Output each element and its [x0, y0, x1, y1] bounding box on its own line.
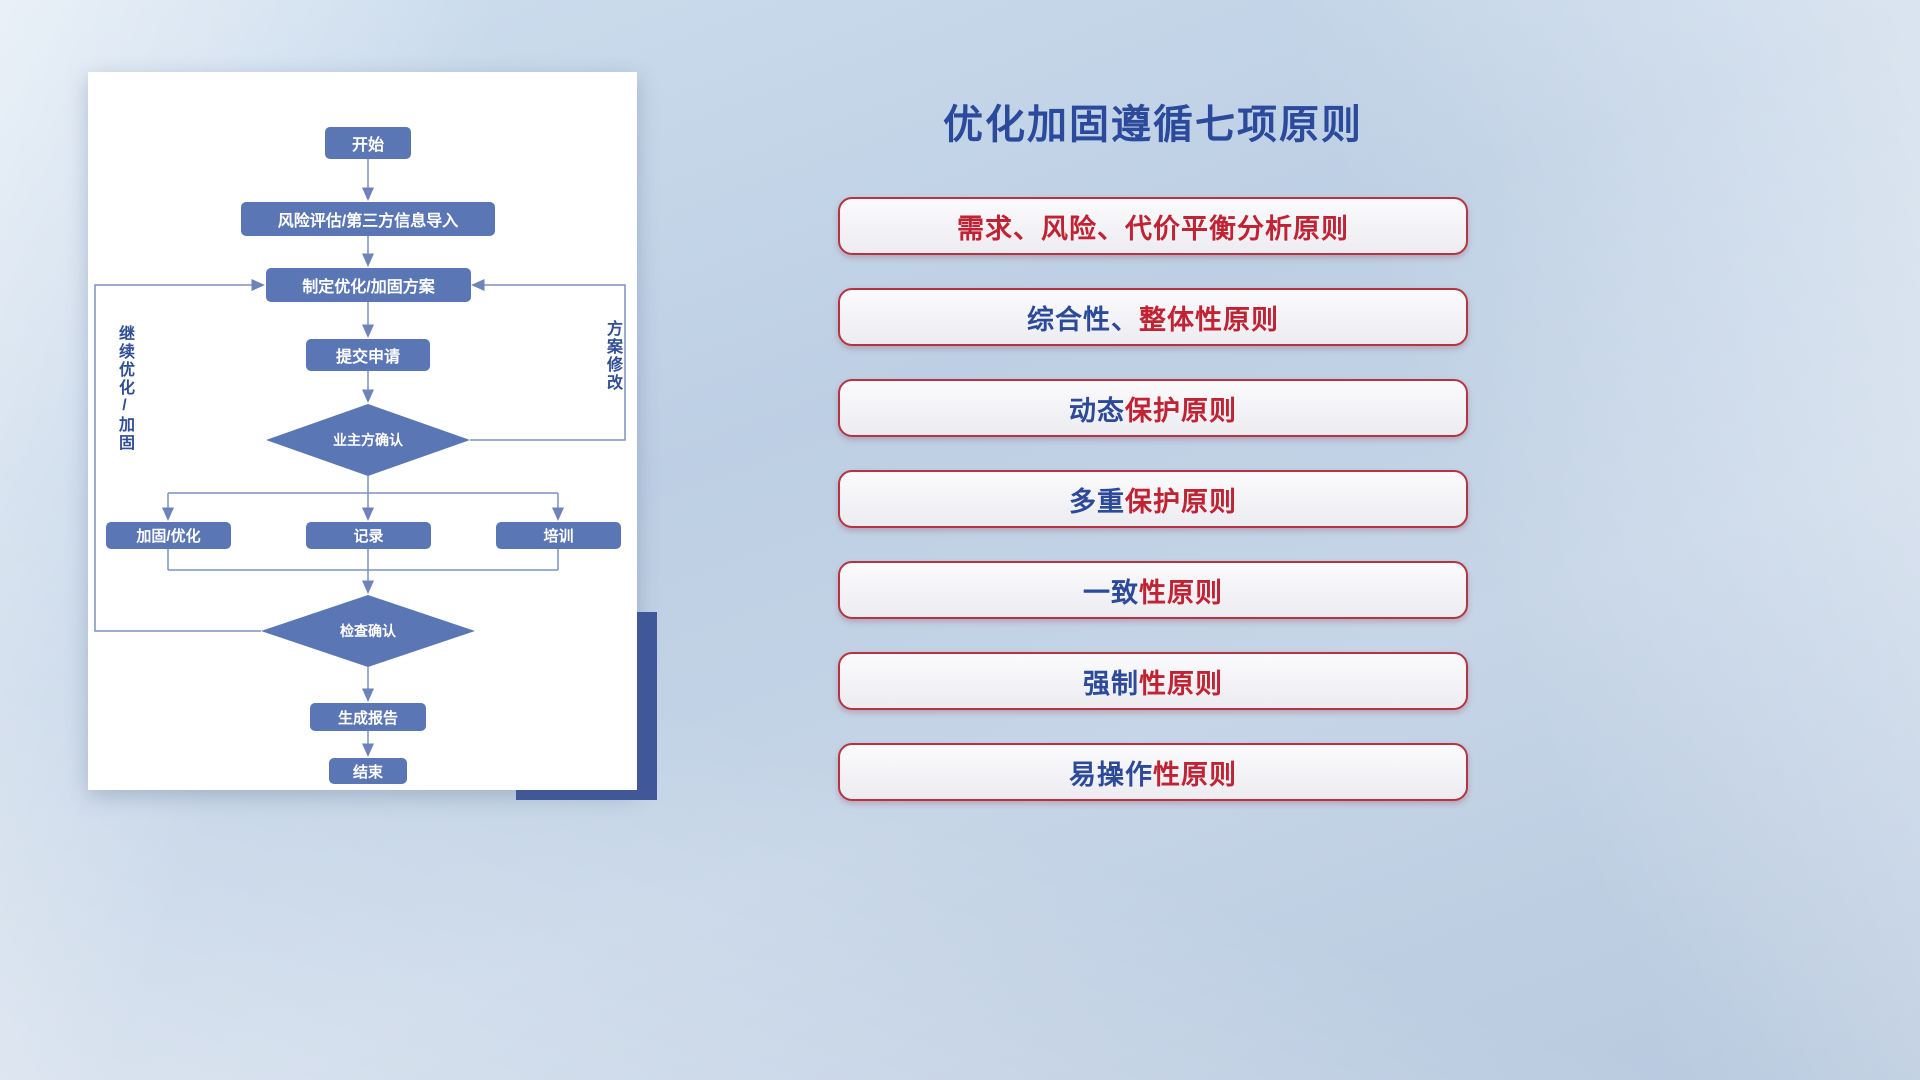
flowchart-node-training: 培训 [496, 522, 621, 549]
principle-item: 易操作性原则 [838, 743, 1468, 801]
principle-item: 一致性原则 [838, 561, 1468, 619]
principles-list: 需求、风险、代价平衡分析原则综合性、整体性原则动态保护原则多重保护原则一致性原则… [838, 197, 1468, 834]
flowchart-node-record: 记录 [306, 522, 431, 549]
principle-item: 综合性、整体性原则 [838, 288, 1468, 346]
principle-text-segment: 强制 [1083, 668, 1139, 699]
principle-text-segment: 性原则 [1139, 668, 1223, 699]
flowchart-node-make-plan: 制定优化/加固方案 [266, 268, 471, 302]
principle-item: 动态保护原则 [838, 379, 1468, 437]
principle-text-segment: 性原则 [1139, 577, 1223, 608]
principle-text-segment: 性原则 [1153, 759, 1237, 790]
principle-text-segment: 多重 [1069, 486, 1125, 517]
principle-text-segment: 保护原则 [1125, 395, 1237, 426]
flowchart-node-risk-import: 风险评估/第三方信息导入 [241, 202, 495, 236]
flowchart-node-end: 结束 [329, 758, 407, 784]
page-title: 优化加固遵循七项原则 [943, 103, 1363, 147]
principle-text-segment: 需求、风险、代价平衡分析原则 [957, 213, 1349, 244]
principle-text-segment: 综合性、 [1027, 304, 1139, 335]
flowchart-card: 开始 风险评估/第三方信息导入 制定优化/加固方案 提交申请 业主方确认 加固/… [88, 72, 637, 790]
flowchart-node-submit-application: 提交申请 [306, 339, 430, 371]
flowchart-label-continue-loop: 继续优化/加固 [116, 325, 133, 452]
principle-text-segment: 保护原则 [1125, 486, 1237, 517]
principle-item: 多重保护原则 [838, 470, 1468, 528]
flowchart-node-reinforce-optimize: 加固/优化 [106, 522, 231, 549]
flowchart-node-start: 开始 [325, 127, 411, 159]
principle-text-segment: 整体性原则 [1139, 304, 1279, 335]
flowchart-node-generate-report: 生成报告 [310, 703, 426, 731]
principle-item: 需求、风险、代价平衡分析原则 [838, 197, 1468, 255]
flowchart-label-revise-loop: 方案修改 [604, 320, 621, 392]
principle-item: 强制性原则 [838, 652, 1468, 710]
flowchart-connectors [94, 159, 626, 757]
principle-text-segment: 动态 [1069, 395, 1125, 426]
principle-text-segment: 一致 [1083, 577, 1139, 608]
principle-text-segment: 易操作 [1069, 759, 1153, 790]
